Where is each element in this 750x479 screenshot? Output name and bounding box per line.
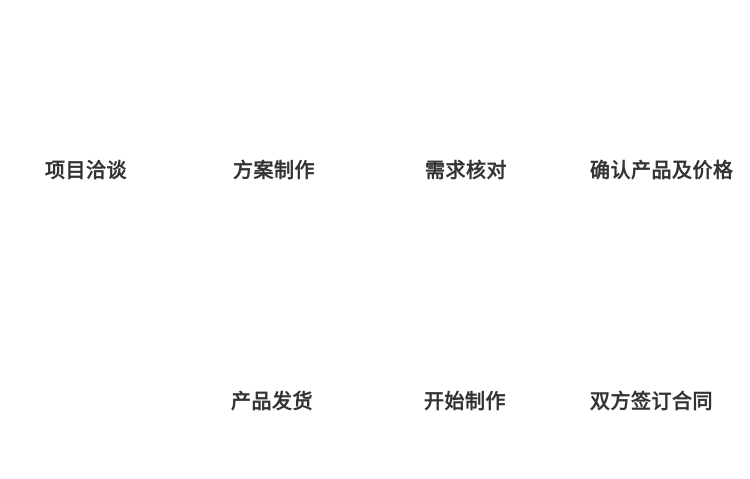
- flow-step-requirements-check: 需求核对: [425, 160, 507, 182]
- flow-step-product-shipment: 产品发货: [231, 391, 313, 413]
- flow-step-project-negotiation: 项目洽谈: [45, 160, 127, 182]
- flow-step-confirm-product-price: 确认产品及价格: [590, 160, 734, 182]
- flow-step-start-production: 开始制作: [424, 391, 506, 413]
- flow-step-sign-contract: 双方签订合同: [590, 391, 713, 413]
- flow-step-proposal-creation: 方案制作: [233, 160, 315, 182]
